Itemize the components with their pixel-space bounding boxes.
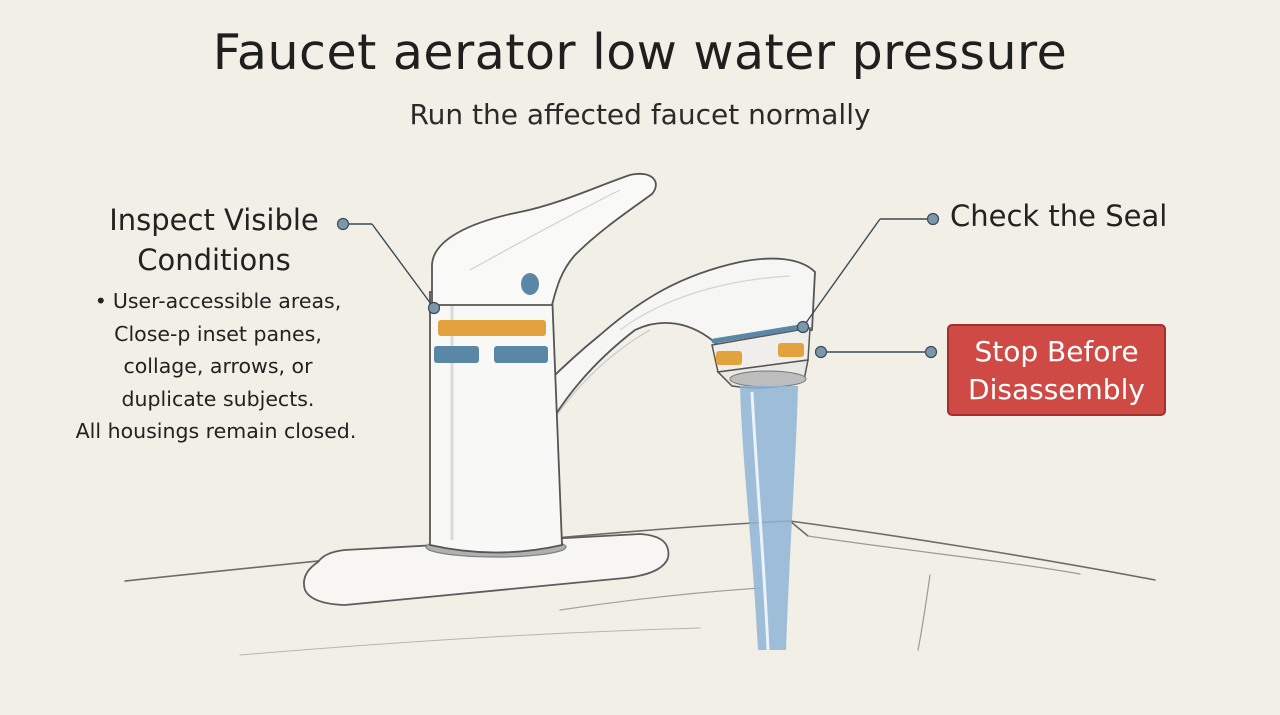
bullet-dot-icon: • [94, 289, 107, 313]
stop-warning-box: Stop Before Disassembly [947, 324, 1166, 416]
page-title: Faucet aerator low water pressure [212, 24, 1068, 81]
inspect-bullet-text: User-accessible areas, [112, 289, 342, 313]
seal-label: Check the Seal [950, 199, 1168, 233]
spout [439, 257, 816, 536]
stop-warning-line2: Disassembly [968, 373, 1145, 406]
inspect-bullet-line: •User-accessible areas, [58, 285, 378, 318]
faucet-body [429, 291, 563, 554]
inspect-heading-line1: Inspect Visible [109, 203, 319, 237]
inspect-heading-line2: Conditions [137, 243, 291, 277]
page-subtitle: Run the affected faucet normally [409, 98, 871, 131]
inspect-bullet-line: Close-p inset panes, [114, 321, 322, 346]
lever-handle [431, 172, 657, 306]
connector-stop [814, 345, 938, 359]
inspect-bullet-line: duplicate subjects. [121, 386, 315, 411]
inspect-bullet-line: collage, arrows, or [123, 354, 313, 378]
inspect-heading: Inspect Visible Conditions [80, 200, 348, 280]
connector-inspect [336, 217, 441, 315]
inspect-note: All housings remain closed. [75, 419, 357, 443]
connector-seal [796, 212, 940, 334]
water-stream [740, 386, 798, 651]
stop-warning-line1: Stop Before [974, 335, 1139, 368]
inspect-bullet: •User-accessible areas, Close-p inset pa… [58, 285, 378, 415]
